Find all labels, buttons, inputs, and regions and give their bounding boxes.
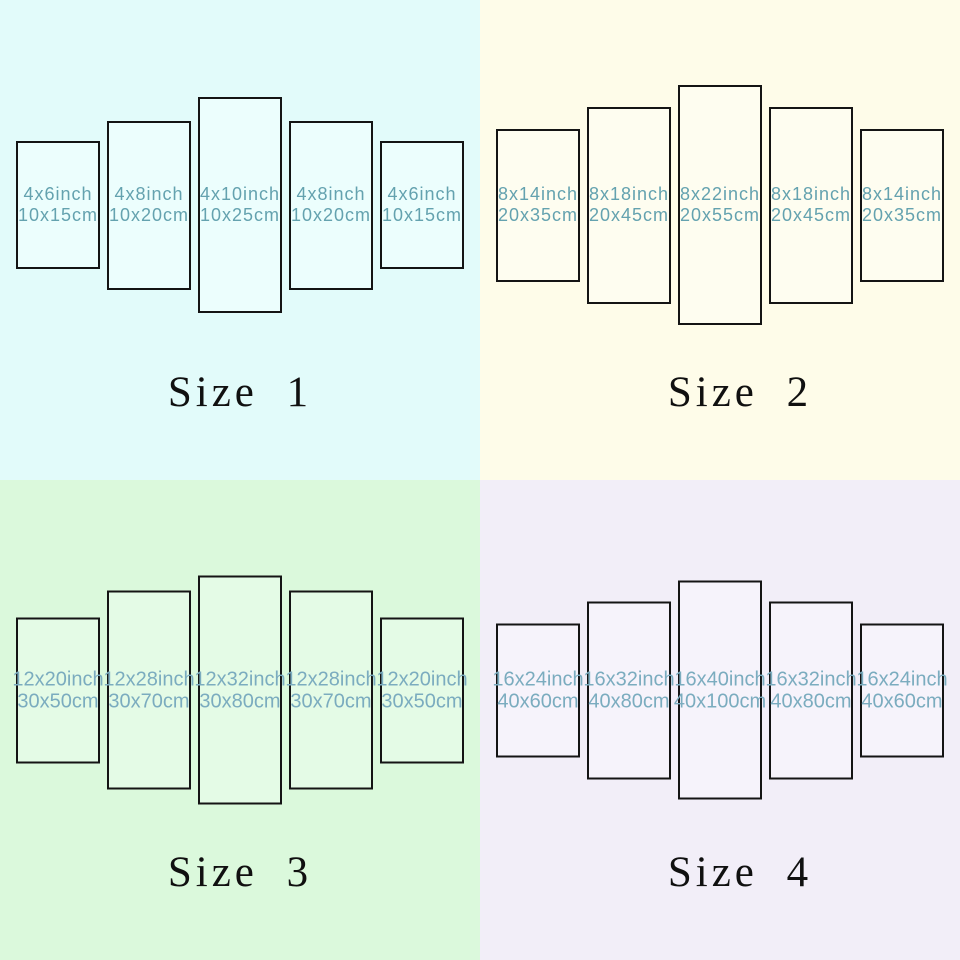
panel-size-inch: 8x18inch	[770, 184, 852, 204]
panel-size-cm: 30x70cm	[290, 690, 372, 712]
panel-row: 12x20inch 30x50cm 12x28inch 30x70cm 12x3…	[12, 575, 468, 805]
size-title: Size 2	[667, 369, 813, 416]
panel-size-inch: 8x14inch	[861, 184, 943, 204]
canvas-panel: 12x32inch 30x80cm	[194, 575, 286, 805]
panel-size-cm: 20x35cm	[861, 205, 943, 225]
canvas-panel: 12x28inch 30x70cm	[103, 590, 195, 790]
panel-size-label: 8x22inch 20x55cm	[680, 184, 760, 226]
panel-size-label: 4x8inch 10x20cm	[291, 184, 371, 226]
panel-size-label: 16x32inch 40x80cm	[583, 668, 674, 712]
panel-size-inch: 8x18inch	[588, 184, 670, 204]
panel-size-cm: 30x50cm	[381, 690, 463, 712]
panel-size-inch: 8x22inch	[679, 184, 761, 204]
canvas-panel: 8x22inch 20x55cm	[678, 85, 762, 325]
size-title: Size 3	[167, 849, 313, 896]
panel-size-label: 4x6inch 10x15cm	[18, 184, 98, 226]
panel-size-cm: 10x20cm	[290, 205, 372, 225]
quadrant-size-2: 8x14inch 20x35cm 8x18inch 20x45cm 8x22in…	[480, 0, 960, 480]
canvas-panel: 16x40inch 40x100cm	[674, 580, 766, 800]
panel-size-cm: 30x70cm	[108, 690, 190, 712]
canvas-panel: 4x6inch 10x15cm	[16, 141, 100, 269]
panel-size-inch: 16x24inch	[492, 668, 584, 690]
canvas-panel: 4x8inch 10x20cm	[289, 120, 373, 290]
panel-size-label: 8x14inch 20x35cm	[862, 184, 942, 226]
panel-size-inch: 12x20inch	[12, 668, 104, 690]
panel-size-inch: 16x32inch	[583, 668, 675, 690]
panel-row: 16x24inch 40x60cm 16x32inch 40x80cm 16x4…	[492, 580, 948, 800]
panel-size-label: 12x28inch 30x70cm	[103, 668, 194, 712]
panel-size-inch: 16x32inch	[765, 668, 857, 690]
panel-size-label: 12x20inch 30x50cm	[376, 668, 467, 712]
panel-size-label: 4x10inch 10x25cm	[200, 184, 280, 226]
size-title: Size 4	[667, 849, 813, 896]
panel-size-label: 8x14inch 20x35cm	[498, 184, 578, 226]
panel-size-cm: 40x100cm	[673, 690, 767, 712]
panel-size-label: 8x18inch 20x45cm	[771, 184, 851, 226]
panel-size-cm: 10x15cm	[381, 205, 463, 225]
canvas-panel: 12x20inch 30x50cm	[376, 617, 468, 763]
panel-size-cm: 30x80cm	[199, 690, 281, 712]
panel-size-label: 16x40inch 40x100cm	[674, 668, 766, 712]
canvas-panel: 12x28inch 30x70cm	[285, 590, 377, 790]
panel-size-inch: 16x24inch	[856, 668, 948, 690]
panel-size-inch: 12x32inch	[194, 668, 286, 690]
panel-size-cm: 20x55cm	[679, 205, 761, 225]
canvas-panel: 12x20inch 30x50cm	[12, 617, 104, 763]
panel-size-inch: 4x10inch	[199, 184, 281, 204]
quadrant-size-1: 4x6inch 10x15cm 4x8inch 10x20cm 4x10inch…	[0, 0, 480, 480]
panel-size-inch: 4x8inch	[296, 184, 366, 204]
panel-size-inch: 8x14inch	[497, 184, 579, 204]
panel-size-cm: 20x45cm	[588, 205, 670, 225]
panel-size-label: 4x8inch 10x20cm	[109, 184, 189, 226]
panel-size-label: 12x32inch 30x80cm	[194, 668, 285, 712]
panel-size-label: 16x24inch 40x60cm	[492, 668, 583, 712]
canvas-panel: 16x32inch 40x80cm	[583, 601, 675, 779]
panel-size-label: 12x28inch 30x70cm	[285, 668, 376, 712]
panel-size-cm: 30x50cm	[17, 690, 99, 712]
panel-size-cm: 20x45cm	[770, 205, 852, 225]
canvas-panel: 16x24inch 40x60cm	[492, 623, 584, 757]
canvas-panel: 4x8inch 10x20cm	[107, 120, 191, 290]
canvas-panel: 8x14inch 20x35cm	[860, 128, 944, 282]
size-title: Size 1	[167, 369, 313, 416]
panel-size-cm: 20x35cm	[497, 205, 579, 225]
panel-size-inch: 12x28inch	[285, 668, 377, 690]
panel-size-inch: 12x20inch	[376, 668, 468, 690]
panel-size-inch: 4x8inch	[114, 184, 184, 204]
canvas-panel: 4x6inch 10x15cm	[380, 141, 464, 269]
canvas-panel: 8x18inch 20x45cm	[587, 106, 671, 304]
quadrant-size-4: 16x24inch 40x60cm 16x32inch 40x80cm 16x4…	[480, 480, 960, 960]
canvas-panel: 4x10inch 10x25cm	[198, 97, 282, 313]
panel-size-label: 16x24inch 40x60cm	[856, 668, 947, 712]
canvas-panel: 16x32inch 40x80cm	[765, 601, 857, 779]
panel-size-cm: 10x25cm	[199, 205, 281, 225]
panel-size-cm: 40x60cm	[497, 690, 579, 712]
panel-size-cm: 10x15cm	[17, 205, 99, 225]
panel-size-cm: 40x80cm	[770, 690, 852, 712]
panel-size-cm: 40x60cm	[861, 690, 943, 712]
panel-size-inch: 16x40inch	[674, 668, 766, 690]
canvas-panel: 8x18inch 20x45cm	[769, 106, 853, 304]
panel-size-label: 4x6inch 10x15cm	[382, 184, 462, 226]
panel-size-label: 8x18inch 20x45cm	[589, 184, 669, 226]
canvas-panel: 16x24inch 40x60cm	[856, 623, 948, 757]
panel-row: 8x14inch 20x35cm 8x18inch 20x45cm 8x22in…	[496, 85, 944, 325]
panel-size-cm: 10x20cm	[108, 205, 190, 225]
panel-size-label: 12x20inch 30x50cm	[12, 668, 103, 712]
panel-row: 4x6inch 10x15cm 4x8inch 10x20cm 4x10inch…	[16, 97, 464, 313]
quadrant-size-3: 12x20inch 30x50cm 12x28inch 30x70cm 12x3…	[0, 480, 480, 960]
canvas-panel: 8x14inch 20x35cm	[496, 128, 580, 282]
panel-size-label: 16x32inch 40x80cm	[765, 668, 856, 712]
panel-size-inch: 4x6inch	[387, 184, 457, 204]
panel-size-cm: 40x80cm	[588, 690, 670, 712]
panel-size-inch: 4x6inch	[23, 184, 93, 204]
panel-size-inch: 12x28inch	[103, 668, 195, 690]
